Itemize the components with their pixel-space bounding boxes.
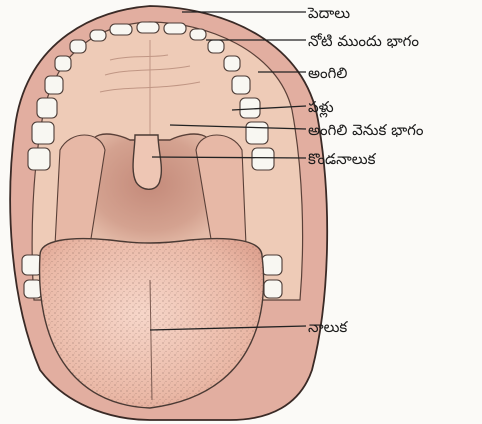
label-uvula: కొండనాలుక [308, 150, 375, 168]
uvula [133, 135, 161, 189]
label-teeth: పళ్లు [308, 98, 334, 116]
label-palate: అంగిలి [308, 64, 347, 82]
label-tongue: నాలుక [308, 318, 347, 336]
label-back-palate: అంగిలి వెనుక భాగం [308, 121, 424, 139]
label-front-mouth: నోటి ముందు భాగం [308, 32, 419, 50]
label-lips: పెదాలు [308, 4, 350, 22]
